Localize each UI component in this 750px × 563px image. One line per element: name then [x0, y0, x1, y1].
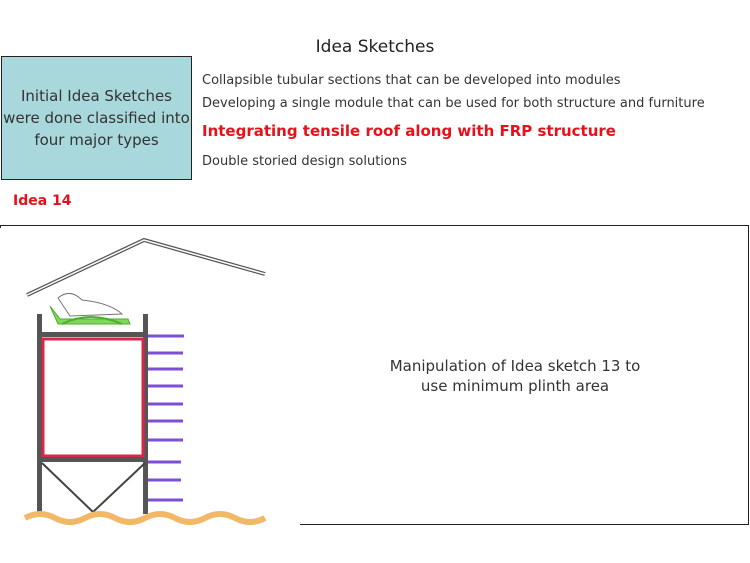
type-item: Collapsible tubular sections that can be…	[202, 73, 621, 88]
lounger	[49, 293, 131, 325]
summary-box: Initial Idea Sketches were done classifi…	[1, 56, 192, 180]
idea-sketch-image	[0, 228, 300, 525]
type-item: Developing a single module that can be u…	[202, 96, 705, 111]
sketch-caption: Manipulation of Idea sketch 13 to use mi…	[389, 357, 641, 395]
type-item-highlighted: Integrating tensile roof along with FRP …	[202, 122, 616, 140]
page-title: Idea Sketches	[315, 37, 435, 57]
idea-label: Idea 14	[13, 193, 72, 209]
type-item: Double storied design solutions	[202, 154, 407, 169]
